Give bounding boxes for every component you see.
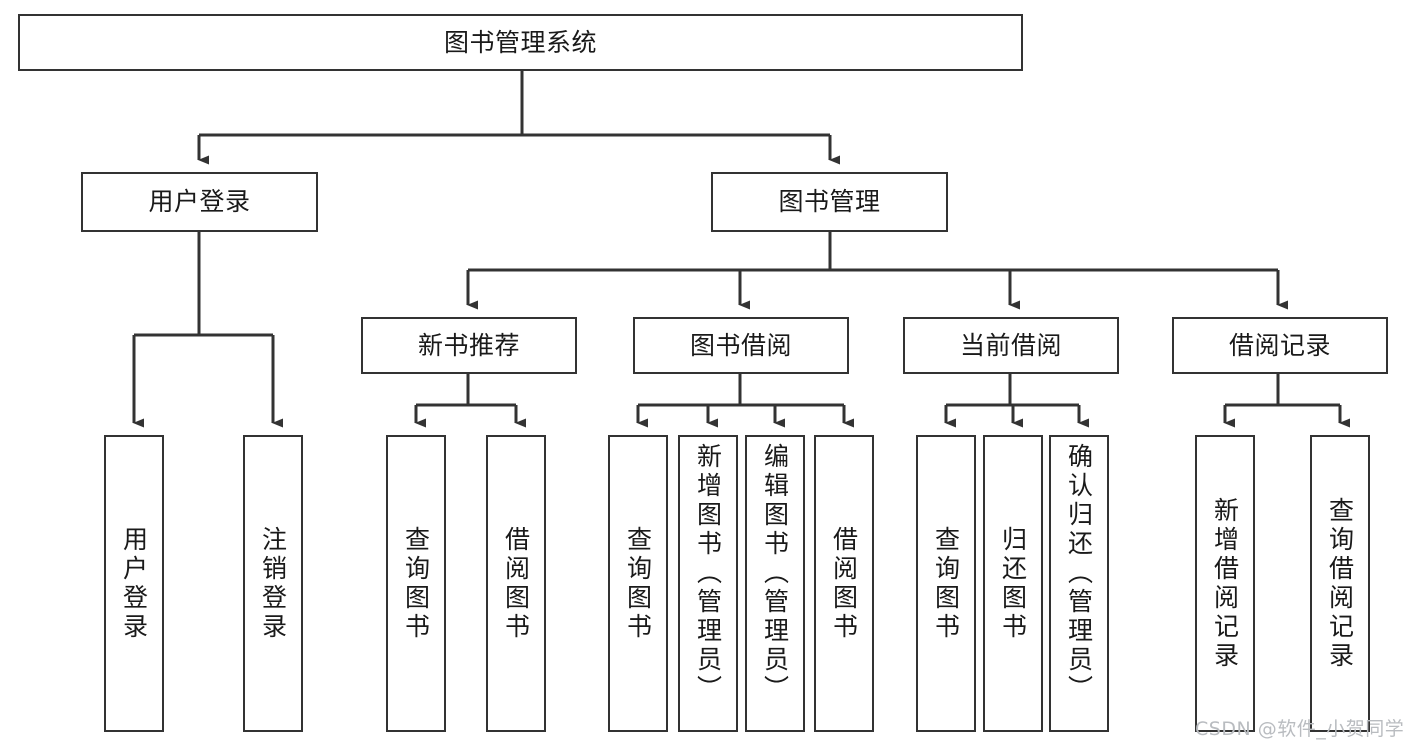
node-leaf-add-record[interactable]: 新增借阅记录	[1195, 435, 1255, 732]
node-leaf-query-record[interactable]: 查询借阅记录	[1310, 435, 1370, 732]
node-leaf-user-login-label: 用户登录	[119, 525, 149, 642]
node-user-login-label: 用户登录	[148, 187, 251, 217]
node-user-login[interactable]: 用户登录	[81, 172, 318, 232]
node-leaf-query-book-1-label: 查询图书	[401, 525, 431, 642]
node-leaf-borrow-book-2[interactable]: 借阅图书	[814, 435, 874, 732]
node-leaf-query-book-3[interactable]: 查询图书	[916, 435, 976, 732]
node-leaf-query-book-1[interactable]: 查询图书	[386, 435, 446, 732]
node-new-book-recommend-label: 新书推荐	[417, 330, 520, 360]
node-leaf-edit-book[interactable]: 编辑图书（管理员）	[745, 435, 805, 732]
node-leaf-return-book-label: 归还图书	[998, 525, 1028, 642]
node-leaf-add-book[interactable]: 新增图书（管理员）	[678, 435, 738, 732]
node-borrow-record[interactable]: 借阅记录	[1172, 317, 1388, 374]
node-leaf-borrow-book-2-label: 借阅图书	[829, 525, 859, 642]
node-leaf-query-record-label: 查询借阅记录	[1325, 496, 1355, 671]
node-leaf-logout[interactable]: 注销登录	[243, 435, 303, 732]
node-leaf-query-book-2-label: 查询图书	[623, 525, 653, 642]
node-root-label: 图书管理系统	[443, 27, 597, 57]
node-leaf-logout-label: 注销登录	[258, 525, 288, 642]
node-leaf-return-book[interactable]: 归还图书	[983, 435, 1043, 732]
node-borrow-record-label: 借阅记录	[1228, 330, 1331, 360]
node-new-book-recommend[interactable]: 新书推荐	[361, 317, 577, 374]
node-leaf-borrow-book-1-label: 借阅图书	[501, 525, 531, 642]
node-leaf-query-book-3-label: 查询图书	[931, 525, 961, 642]
node-book-management-label: 图书管理	[778, 187, 881, 217]
node-leaf-user-login[interactable]: 用户登录	[104, 435, 164, 732]
node-leaf-borrow-book-1[interactable]: 借阅图书	[486, 435, 546, 732]
node-leaf-confirm-return-label: 确认归还（管理员）	[1064, 443, 1094, 704]
node-book-management[interactable]: 图书管理	[711, 172, 948, 232]
node-leaf-add-record-label: 新增借阅记录	[1210, 496, 1240, 671]
csdn-watermark: CSDN @软件_小贺同学	[1195, 718, 1405, 740]
node-leaf-add-book-label: 新增图书（管理员）	[693, 443, 723, 704]
node-root[interactable]: 图书管理系统	[18, 14, 1023, 71]
node-book-borrow[interactable]: 图书借阅	[633, 317, 849, 374]
node-leaf-query-book-2[interactable]: 查询图书	[608, 435, 668, 732]
node-book-borrow-label: 图书借阅	[689, 330, 792, 360]
node-leaf-confirm-return[interactable]: 确认归还（管理员）	[1049, 435, 1109, 732]
node-leaf-edit-book-label: 编辑图书（管理员）	[760, 443, 790, 704]
node-current-borrow[interactable]: 当前借阅	[903, 317, 1119, 374]
node-current-borrow-label: 当前借阅	[959, 330, 1062, 360]
